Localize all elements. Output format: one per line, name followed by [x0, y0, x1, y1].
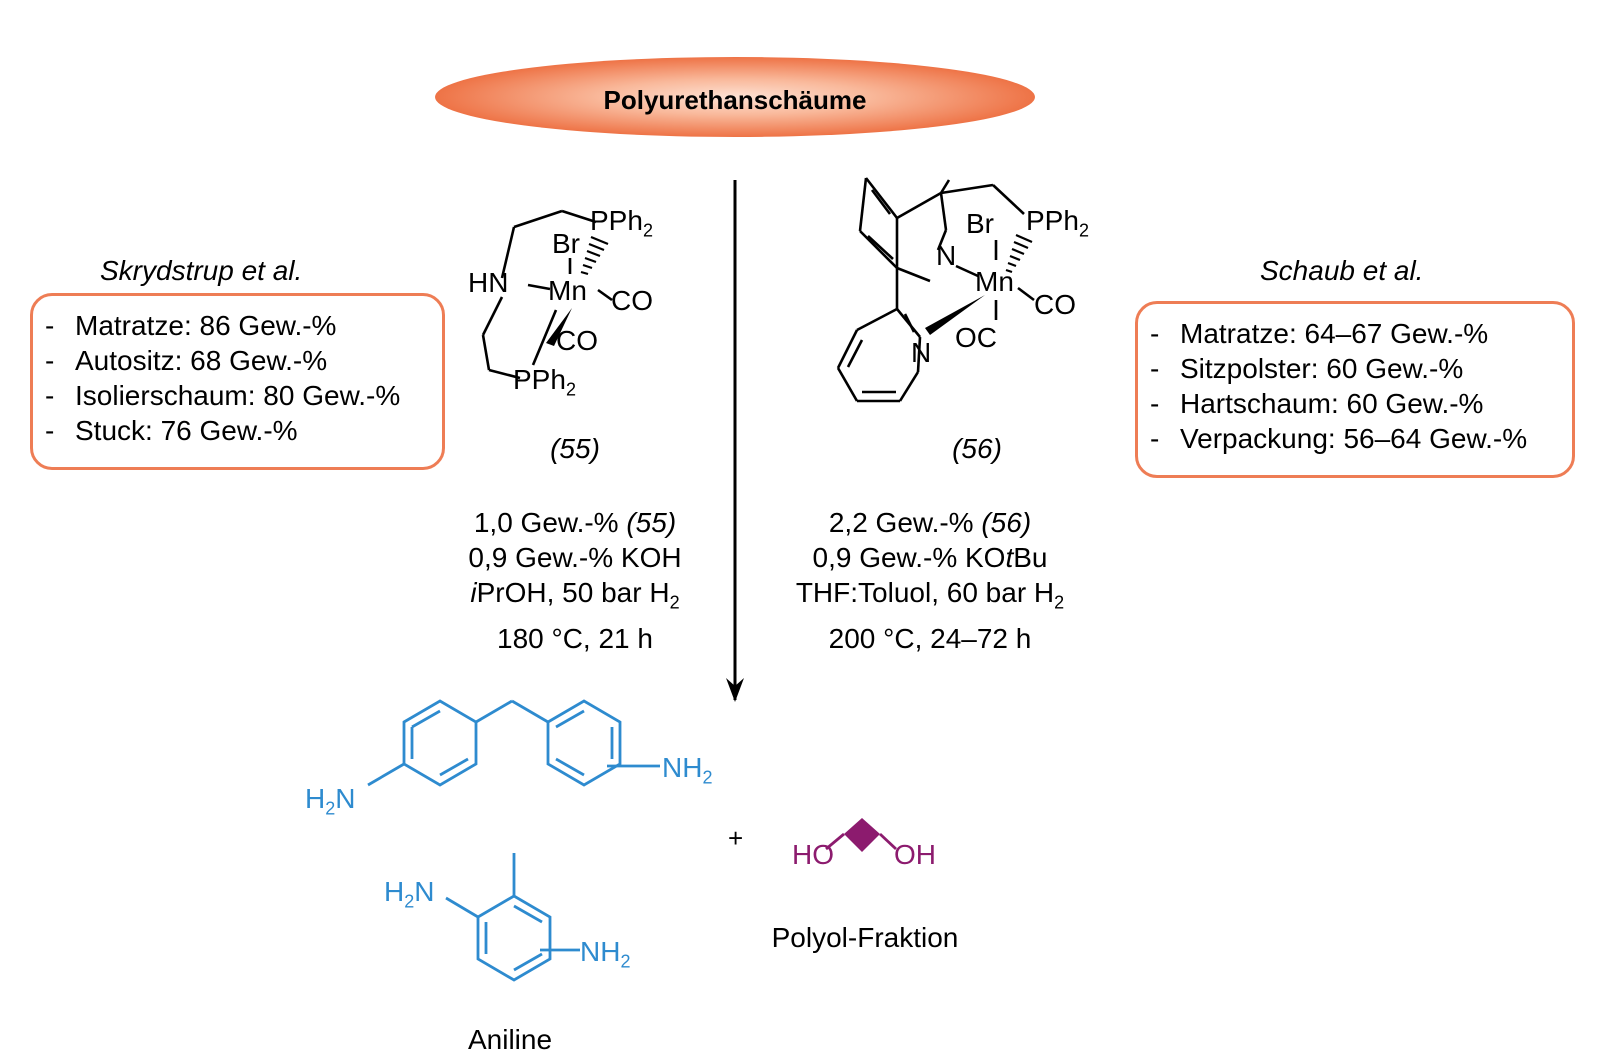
c56-mn: Mn — [975, 266, 1014, 297]
polyol-diamond — [844, 818, 880, 852]
polyol-ho: HO — [792, 839, 834, 870]
cond-line: 2,2 Gew.-% (56) — [828, 507, 1032, 538]
item-value: 60 Gew.-% — [1346, 388, 1484, 419]
list-item: -Isolierschaum: 80 Gew.-% — [45, 380, 401, 411]
c55-pph2-top: PPh2 — [590, 205, 653, 241]
item-value: 60 Gew.-% — [1326, 353, 1464, 384]
item-value: 86 Gew.-% — [199, 310, 337, 341]
left-author: Skrydstrup et al. — [100, 255, 303, 286]
page-title: Polyurethanschäume — [603, 84, 867, 115]
catalyst-56-hashed-bond — [1005, 233, 1033, 274]
reaction-arrow-head — [726, 678, 744, 702]
c56-n-bottom: N — [911, 337, 932, 368]
item-name: Isolierschaum — [75, 380, 248, 411]
item-name: Stuck — [75, 415, 146, 446]
item-value: 64–67 Gew.-% — [1304, 318, 1489, 349]
list-item: -Sitzpolster: 60 Gew.-% — [1150, 353, 1464, 384]
mda-h2n-label: H2N — [305, 783, 356, 819]
right-author: Schaub et al. — [1260, 255, 1424, 286]
cond-line: THF:Toluol, 60 bar H2 — [795, 577, 1065, 613]
list-item: -Matratze: 64–67 Gew.-% — [1150, 318, 1489, 349]
c55-co-bottom: CO — [556, 325, 598, 356]
cond-line: 200 °C, 24–72 h — [828, 622, 1032, 654]
catalyst-55-hashed-bond — [580, 235, 609, 276]
c56-oc: OC — [955, 322, 997, 353]
list-item: -Matratze: 86 Gew.-% — [45, 310, 337, 341]
cond-line: iPrOH, 50 bar H2 — [470, 577, 680, 613]
catalyst-56-structure — [836, 177, 1035, 403]
list-item: -Hartschaum: 60 Gew.-% — [1150, 388, 1484, 419]
left-yield-box: -Matratze: 86 Gew.-% -Autositz: 68 Gew.-… — [30, 293, 445, 470]
polyol-fraction-label: Polyol-Fraktion — [771, 922, 959, 953]
list-item: -Verpackung: 56–64 Gew.-% — [1150, 423, 1528, 454]
polyol-structure — [825, 832, 897, 851]
c55-hn: HN — [468, 267, 509, 298]
title-ellipse — [435, 57, 1035, 137]
catalyst-55-structure — [481, 209, 613, 380]
plus-sign: + — [728, 823, 744, 853]
c55-pph2-bottom: PPh2 — [513, 364, 576, 400]
c56-co-right: CO — [1034, 289, 1076, 320]
catalyst-56-wedge-bond — [925, 295, 985, 335]
item-value: 80 Gew.-% — [263, 380, 401, 411]
item-name: Matratze — [75, 310, 184, 341]
methylenedianiline-structure — [367, 699, 660, 787]
item-value: 76 Gew.-% — [160, 415, 298, 446]
c55-mn: Mn — [548, 275, 587, 306]
list-item: -Autositz: 68 Gew.-% — [45, 345, 328, 376]
tda-h2n-label: H2N — [384, 876, 435, 912]
compound-56-label: (56) — [952, 433, 1002, 464]
polyol-oh: OH — [894, 839, 936, 870]
item-name: Hartschaum — [1180, 388, 1331, 419]
catalyst-55-wedge-bond — [546, 308, 572, 346]
right-yield-box: -Matratze: 64–67 Gew.-% -Sitzpolster: 60… — [1135, 301, 1575, 478]
compound-55-label: (55) — [550, 433, 600, 464]
c56-br: Br — [966, 208, 994, 239]
tda-nh2-label: NH2 — [580, 936, 631, 972]
aniline-label: Aniline — [467, 1024, 553, 1055]
item-value: 56–64 Gew.-% — [1343, 423, 1528, 454]
left-conditions: 1,0 Gew.-% (55) 0,9 Gew.-% KOH iPrOH, 50… — [425, 505, 725, 656]
cond-line: 1,0 Gew.-% (55) — [473, 507, 677, 538]
toluenediamine-structure — [445, 853, 580, 982]
mda-nh2-label: NH2 — [662, 752, 713, 788]
cond-line: 0,9 Gew.-% KOtBu — [812, 542, 1048, 573]
c55-co-right: CO — [611, 285, 653, 316]
list-item: -Stuck: 76 Gew.-% — [45, 415, 298, 446]
cond-line: 180 °C, 21 h — [497, 622, 653, 654]
item-name: Sitzpolster — [1180, 353, 1311, 384]
c56-n-top: N — [936, 240, 957, 271]
c55-br: Br — [552, 228, 580, 259]
cond-line: 0,9 Gew.-% KOH — [468, 542, 682, 573]
item-name: Autositz — [75, 345, 175, 376]
c56-pph2: PPh2 — [1026, 205, 1089, 241]
right-conditions: 2,2 Gew.-% (56) 0,9 Gew.-% KOtBu THF:Tol… — [765, 505, 1095, 656]
item-name: Verpackung — [1180, 423, 1328, 454]
item-name: Matratze — [1180, 318, 1289, 349]
item-value: 68 Gew.-% — [190, 345, 328, 376]
